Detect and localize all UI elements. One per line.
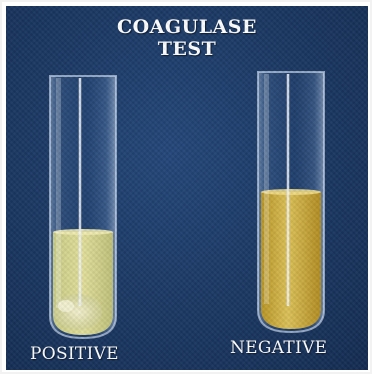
negative-liquid: [261, 192, 321, 329]
title-line-2: TEST: [157, 38, 217, 60]
test-tubes-illustration: [49, 71, 325, 340]
title-line-1: COAGULASE: [116, 16, 257, 38]
positive-label: POSITIVE: [30, 344, 119, 364]
coagulase-test-photo: COAGULASE TEST POSITIVE NEGATIVE: [6, 6, 368, 370]
positive-tube: [49, 75, 117, 340]
clot: [54, 294, 102, 330]
negative-label: NEGATIVE: [230, 338, 328, 358]
negative-tube: [257, 71, 325, 334]
